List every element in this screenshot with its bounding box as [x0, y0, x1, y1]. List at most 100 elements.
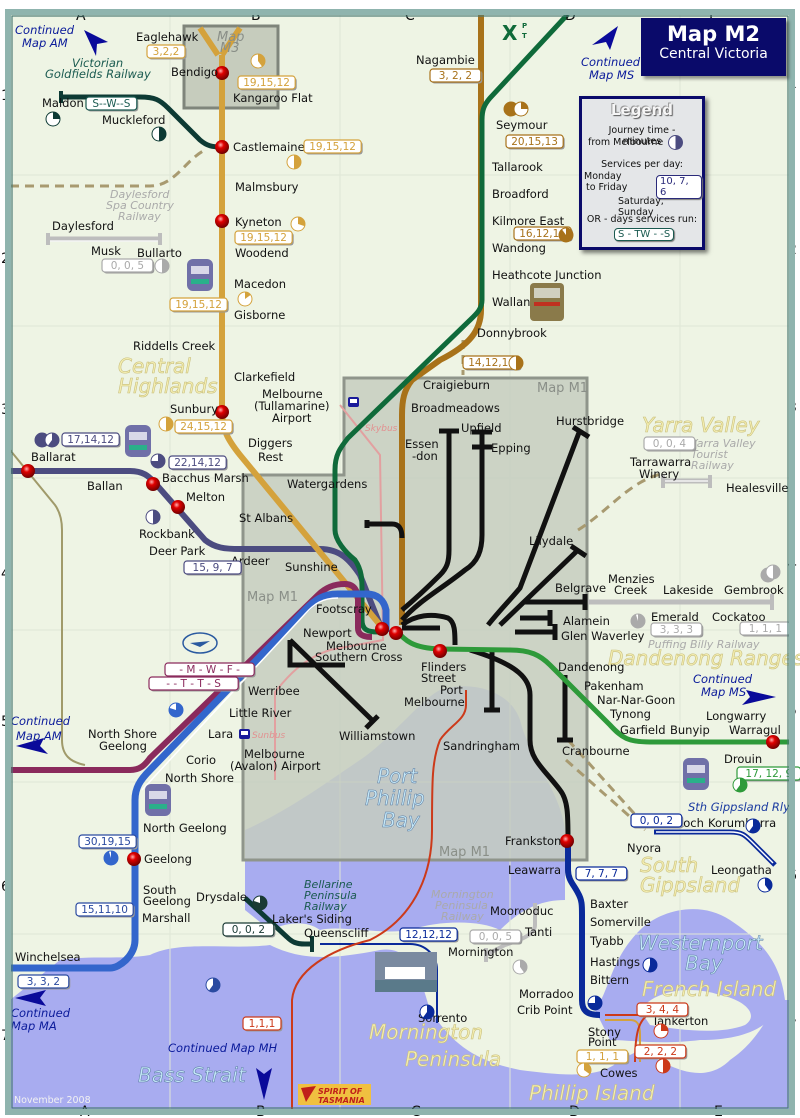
svg-text:Melbourne: Melbourne — [262, 387, 323, 401]
journey-time-pie-icon — [290, 216, 306, 232]
map-id: Map M2 — [667, 22, 760, 46]
journey-time-pie-icon — [642, 957, 658, 973]
continuation-markers[interactable]: Continued Map AM Continued Map MS Contin… — [11, 23, 776, 1100]
legend-weekend-label: Saturday, Sunday — [618, 196, 664, 218]
journey-time-pie-icon — [513, 101, 529, 117]
svg-text:Korumburra: Korumburra — [708, 816, 776, 830]
journey-time-pie-icon — [732, 777, 748, 793]
svg-text:Melbourne: Melbourne — [404, 695, 465, 709]
svg-text:Nar-Nar-Goon: Nar-Nar-Goon — [597, 693, 675, 707]
continued-ms-mid-1: Continued — [693, 672, 753, 686]
service-badge-text: 19,15,12 — [175, 299, 222, 311]
svg-text:Heathcote Junction: Heathcote Junction — [492, 268, 602, 282]
svg-text:(Avalon) Airport: (Avalon) Airport — [230, 759, 321, 773]
overland-line — [10, 580, 373, 773]
svg-text:North Geelong: North Geelong — [143, 821, 227, 835]
svg-text:Lakeside: Lakeside — [663, 583, 713, 597]
svg-text:Somerville: Somerville — [590, 915, 651, 929]
hub-melton — [171, 500, 185, 514]
service-badge-cowes-1: 1, 1, 1 — [576, 1049, 630, 1065]
svg-text:Lara: Lara — [208, 727, 233, 741]
service-badge-marshall: 15,11,10 — [75, 902, 135, 918]
svg-text:Daylesford: Daylesford — [110, 188, 170, 201]
hub-ballarat — [21, 464, 35, 478]
ballarat-geelong-link — [9, 449, 86, 766]
continued-mh: Continued Map MH — [168, 1041, 278, 1055]
svg-text:Bittern: Bittern — [590, 973, 629, 987]
journey-time-pie-icon — [757, 877, 773, 893]
legend-journey-line1: Journey time - minutes — [608, 125, 676, 147]
service-badge-text: 0, 0, 5 — [111, 260, 144, 272]
legend-example-services: 10, 7, 6 — [656, 175, 702, 199]
svg-text:Riddells Creek: Riddells Creek — [133, 339, 216, 353]
svg-text:Mornington: Mornington — [369, 1020, 483, 1044]
svg-text:Maldon: Maldon — [42, 96, 84, 110]
svg-text:Geelong: Geelong — [143, 894, 191, 908]
continued-ma-2: Map MA — [11, 1019, 57, 1033]
bellarine-railway-line — [243, 896, 312, 947]
service-badge-text: 0, 0, 2 — [640, 815, 673, 827]
journey-time-pie-icon — [765, 564, 781, 580]
map-region: Central Victoria — [659, 46, 768, 62]
svg-text:Railway: Railway — [304, 900, 347, 913]
service-badge-daylesford: 0, 0, 5 — [101, 258, 155, 274]
legend-example-days: S - TW - -S — [614, 228, 675, 241]
yarra-valley-railway-line — [661, 475, 712, 488]
journey-time-pie-icon — [252, 895, 268, 911]
svg-text:Diggers: Diggers — [248, 436, 292, 450]
region-labels: Central Highlands Yarra Valley Dandenong… — [118, 354, 800, 1106]
bass-strait-water — [10, 945, 790, 1110]
svg-text:Cockatoo: Cockatoo — [712, 610, 765, 624]
service-badge-text: 3, 2, 2 — [439, 70, 472, 82]
service-badge-ballarat: 17,14,12 — [61, 432, 121, 448]
map-m3-label-1: Map — [217, 30, 244, 45]
svg-text:Tyabb: Tyabb — [589, 934, 624, 948]
service-badge-emerald: 3, 3, 3 — [650, 622, 704, 638]
svg-text:Yarra Valley: Yarra Valley — [691, 437, 756, 450]
service-badge-text: 19,15,12 — [243, 77, 290, 89]
svg-text:Drouin: Drouin — [724, 752, 762, 766]
journey-time-pie-icon — [653, 1023, 669, 1039]
svg-text:Broadmeadows: Broadmeadows — [411, 401, 500, 415]
svg-text:French Island: French Island — [642, 977, 777, 1001]
service-badge-text: 3, 4, 4 — [646, 1004, 680, 1016]
metro-lines — [287, 424, 591, 841]
svg-text:Melton: Melton — [186, 490, 225, 504]
journey-time-pie-icon — [45, 111, 61, 127]
legend-services-label: Services per day: — [601, 159, 683, 170]
service-badge-text: 3, 3, 2 — [27, 976, 60, 988]
journey-time-pie-icon — [154, 258, 170, 274]
ballarat-line — [10, 468, 385, 632]
hub-bacchus-marsh — [146, 477, 160, 491]
arrow-east-icon — [742, 690, 776, 705]
map-border — [5, 9, 795, 1115]
svg-text:Glen Waverley: Glen Waverley — [561, 629, 645, 643]
service-badge-mornington: 0, 0, 5 — [469, 929, 523, 945]
svg-text:Musk: Musk — [91, 244, 121, 258]
svg-text:Point: Point — [588, 1035, 617, 1049]
service-badge-yarra-valley: 0, 0, 4 — [643, 436, 697, 452]
service-badge-text: 19,15,12 — [309, 141, 356, 153]
svg-text:Hastings: Hastings — [590, 955, 640, 969]
svg-text:Mornington: Mornington — [431, 888, 494, 901]
svg-text:Ballarat: Ballarat — [31, 450, 76, 464]
svg-text:Belgrave: Belgrave — [555, 581, 606, 595]
svg-text:Dandenong Ranges: Dandenong Ranges — [608, 646, 800, 670]
hub-castlemaine — [215, 140, 229, 154]
journey-time-pie-icon — [512, 959, 528, 975]
svg-text:Wandong: Wandong — [492, 241, 546, 255]
svg-text:Bay: Bay — [382, 808, 421, 832]
svg-text:Melbourne: Melbourne — [326, 639, 387, 653]
journey-time-pie-icon — [419, 1004, 435, 1020]
journey-time-pie-icon — [150, 453, 166, 469]
svg-text:Railway: Railway — [441, 910, 484, 923]
svg-text:Nagambie: Nagambie — [416, 53, 475, 67]
svg-text:Drysdale: Drysdale — [196, 890, 247, 904]
svg-text:Railway: Railway — [118, 210, 161, 223]
svg-text:Phillip Island: Phillip Island — [529, 1081, 655, 1105]
svg-text:St Albans: St Albans — [239, 511, 293, 525]
journey-time-pie-icon — [151, 126, 167, 142]
hub-footscray — [375, 622, 389, 636]
journey-time-pie-icon — [250, 53, 266, 69]
